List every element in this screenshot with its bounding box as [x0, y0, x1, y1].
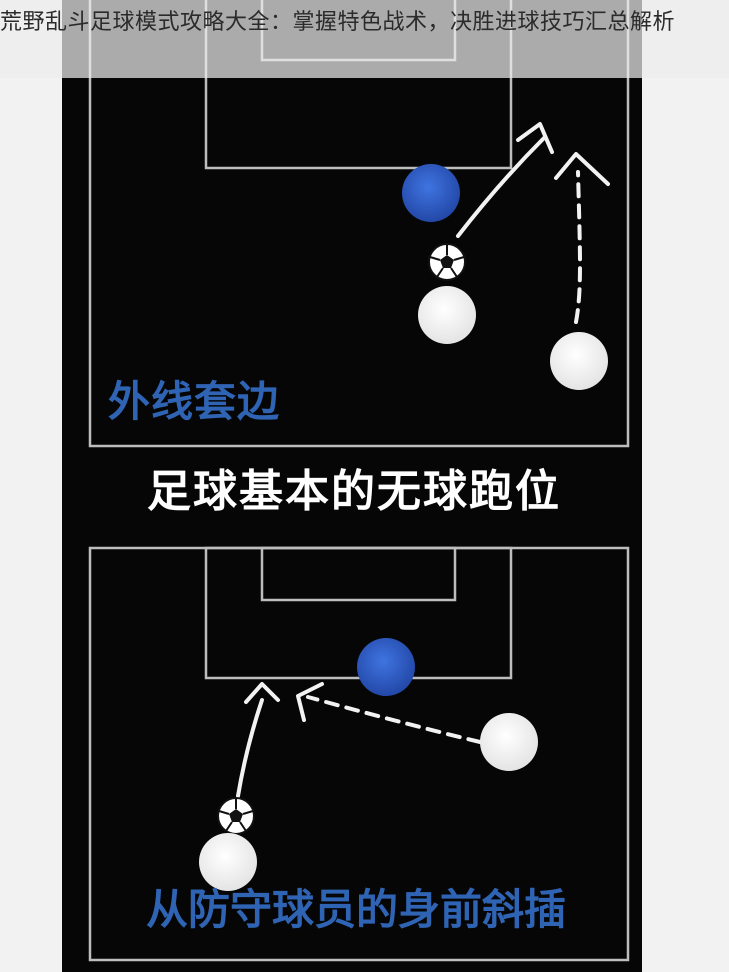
attacker-marker-icon [199, 833, 257, 891]
run-arrow-icon [236, 698, 264, 798]
attacker-marker-icon [480, 713, 538, 771]
attacker-marker-icon [418, 286, 476, 344]
tactics-board [62, 0, 642, 972]
top-diagram-caption: 外线套边 [108, 377, 281, 426]
bottom-diagram-caption: 从防守球员的身前斜插 [146, 885, 567, 934]
bottom-goal-area [260, 546, 457, 602]
run-arrow-icon [574, 170, 582, 324]
top-penalty-box [204, 0, 513, 170]
defender-marker-icon [357, 638, 415, 696]
run-arrow-icon [306, 695, 482, 744]
article-title[interactable]: 荒野乱斗足球模式攻略大全：掌握特色战术，决胜进球技巧汇总解析 [0, 10, 676, 35]
run-arrow-icon [296, 682, 324, 722]
article-title-bar: 荒野乱斗足球模式攻略大全：掌握特色战术，决胜进球技巧汇总解析 [0, 0, 729, 78]
soccer-ball-icon [217, 797, 255, 835]
attacker-marker-icon [550, 332, 608, 390]
soccer-ball-icon [428, 243, 466, 281]
top-field-boundary [88, 0, 630, 448]
run-arrow-icon [456, 136, 546, 238]
run-arrow-icon [516, 122, 554, 154]
diagram-heading: 足球基本的无球跑位 [147, 466, 561, 517]
bottom-field [88, 546, 630, 962]
run-arrow-icon [244, 682, 280, 704]
defender-marker-icon [402, 164, 460, 222]
run-arrow-icon [554, 152, 610, 186]
